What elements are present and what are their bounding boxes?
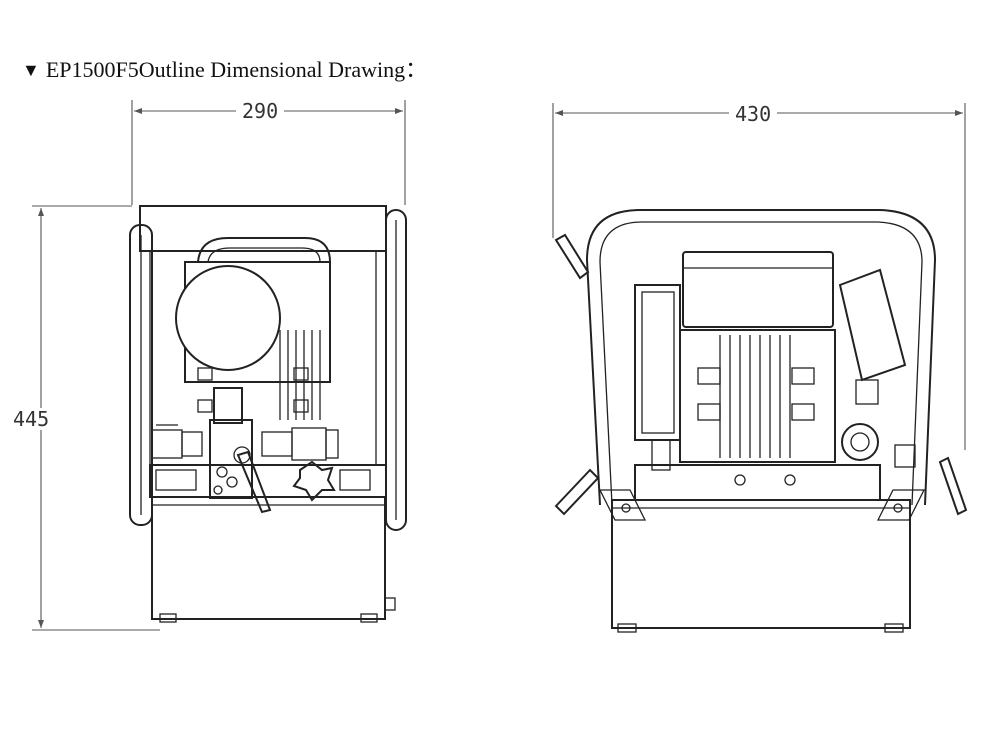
- triangle-marker-icon: ▼: [22, 60, 40, 80]
- height-dimension: 445: [7, 408, 56, 430]
- drawing-title-text: EP1500F5Outline Dimensional Drawing：: [45, 57, 428, 82]
- side-width-dimension: 430: [729, 103, 778, 125]
- side-view: [554, 209, 968, 633]
- front-width-dimension: 290: [236, 100, 285, 122]
- drawing-title: ▼EP1500F5Outline Dimensional Drawing：: [22, 52, 427, 84]
- dimension-lines: [32, 100, 966, 631]
- front-view: [129, 205, 407, 623]
